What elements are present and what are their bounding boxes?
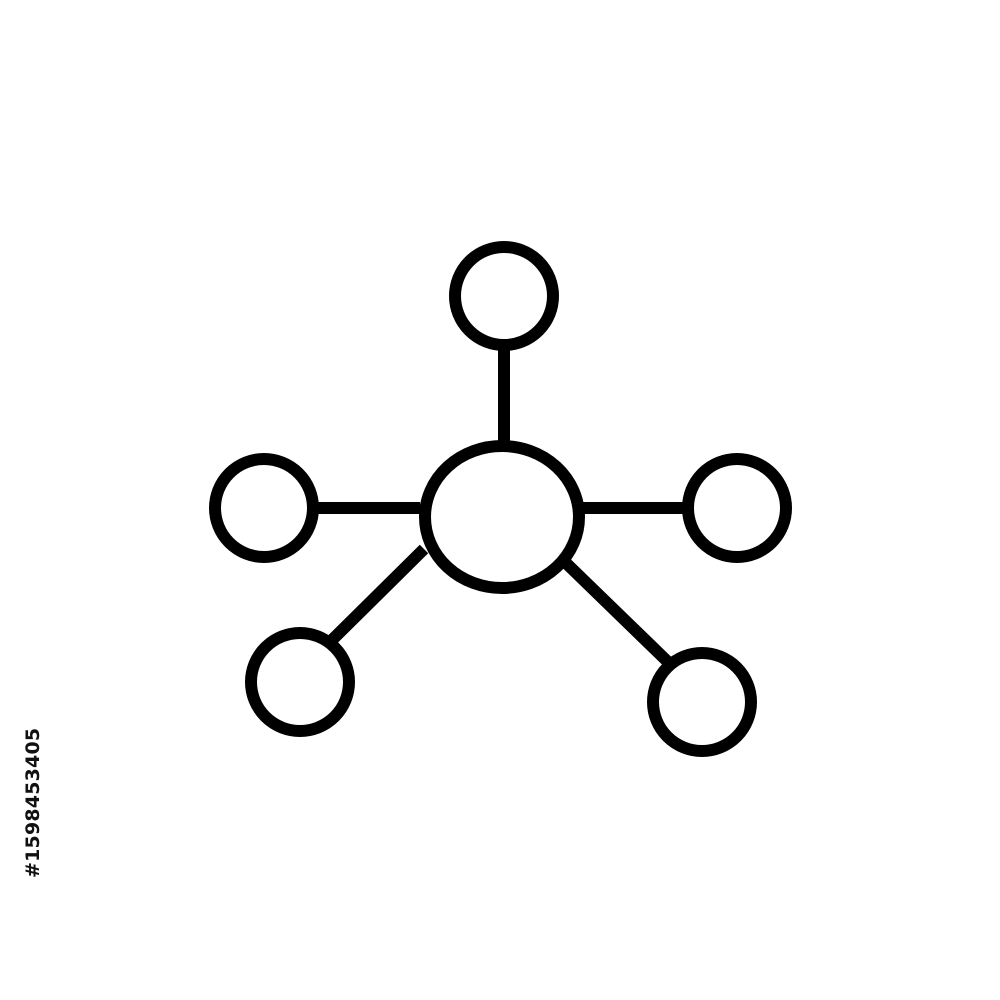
- node-right: [682, 453, 792, 563]
- node-bottom-left: [245, 627, 355, 737]
- central-hub-node: [419, 440, 585, 594]
- node-top: [449, 241, 559, 351]
- node-bottom-right: [647, 647, 757, 757]
- connector-bottom-right: [561, 558, 673, 667]
- node-left: [209, 453, 319, 563]
- connector-bottom-left: [325, 544, 429, 647]
- stock-id-label: #1598453405: [22, 727, 44, 878]
